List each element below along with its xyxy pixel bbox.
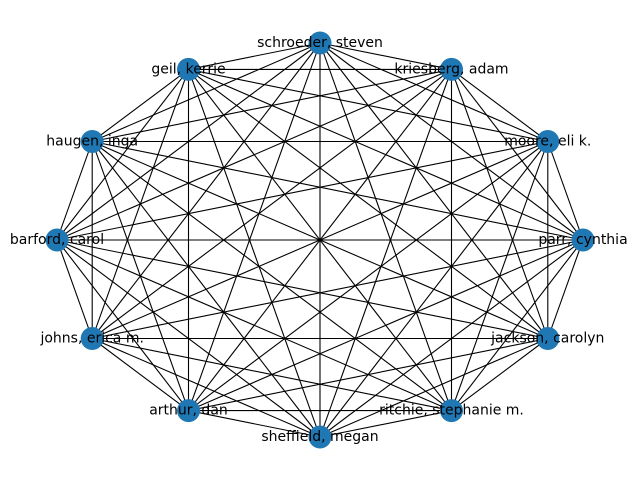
edge-ritchie-haugen	[91, 141, 452, 412]
node-arthur[interactable]	[177, 399, 200, 423]
edge-parr-haugen	[92, 140, 584, 241]
node-geil[interactable]	[177, 57, 200, 81]
node-label-moore: moore, eli k.	[504, 134, 591, 150]
node-parr[interactable]	[571, 228, 595, 252]
node-label-kriesberg: kriesberg, adam	[394, 61, 508, 77]
node-barford[interactable]	[45, 228, 69, 252]
edge-kriesberg-moore	[451, 68, 549, 142]
edge-jackson-barford	[56, 239, 548, 340]
edge-arthur-barford	[56, 239, 189, 411]
edge-layer	[56, 42, 584, 438]
edge-sheffield-haugen	[91, 141, 321, 438]
edge-moore-parr	[547, 141, 584, 241]
edge-schroeder-kriesberg	[319, 42, 452, 70]
node-kriesberg[interactable]	[440, 57, 463, 81]
edge-ritchie-geil	[188, 69, 452, 411]
edge-sheffield-geil	[187, 69, 321, 438]
node-jackson[interactable]	[536, 327, 560, 350]
node-label-geil: geil, kerrie	[151, 61, 225, 77]
node-label-haugen: haugen, inga	[46, 134, 138, 150]
edge-johns-barford	[56, 239, 93, 339]
edge-schroeder-arthur	[187, 42, 321, 411]
edge-sheffield-arthur	[188, 410, 321, 438]
edge-parr-johns	[92, 239, 584, 340]
edge-jackson-ritchie	[451, 338, 549, 412]
edge-johns-geil	[91, 69, 190, 339]
node-johns[interactable]	[80, 327, 104, 350]
node-layer	[45, 31, 595, 449]
edge-barford-haugen	[56, 141, 93, 241]
edge-kriesberg-sheffield	[319, 69, 453, 438]
edge-arthur-johns	[91, 338, 189, 412]
edge-ritchie-sheffield	[319, 410, 452, 438]
edge-arthur-haugen	[91, 141, 190, 411]
node-label-schroeder: schroeder, steven	[257, 35, 383, 51]
node-label-jackson: jackson, carolyn	[490, 331, 604, 347]
edge-schroeder-ritchie	[319, 42, 453, 411]
node-moore[interactable]	[536, 130, 560, 153]
edge-moore-arthur	[188, 141, 549, 412]
edge-kriesberg-johns	[91, 68, 452, 339]
edge-ritchie-barford	[56, 239, 452, 412]
edge-haugen-geil	[91, 68, 189, 142]
node-label-ritchie: ritchie, stephanie m.	[379, 403, 524, 419]
edge-moore-barford	[56, 140, 548, 241]
node-haugen[interactable]	[80, 130, 104, 153]
node-sheffield[interactable]	[308, 425, 332, 449]
node-label-johns: johns, erica m.	[39, 331, 143, 347]
node-label-parr: parr, cynthia	[538, 232, 627, 248]
node-label-arthur: arthur, dan	[149, 403, 228, 419]
node-label-sheffield: sheffield, megan	[261, 429, 378, 445]
label-layer: schroeder, steven kriesberg, adam moore, e…	[10, 35, 628, 445]
edge-moore-geil	[188, 68, 548, 143]
node-schroeder[interactable]	[308, 31, 332, 55]
edge-schroeder-geil	[188, 42, 321, 70]
edge-jackson-geil	[188, 68, 549, 339]
edge-parr-geil	[188, 68, 584, 241]
edge-sheffield-johns	[91, 337, 321, 438]
node-ritchie[interactable]	[440, 399, 463, 423]
node-label-barford: barford, carol	[10, 232, 104, 248]
edge-parr-jackson	[547, 239, 584, 339]
edge-barford-geil	[56, 69, 189, 241]
